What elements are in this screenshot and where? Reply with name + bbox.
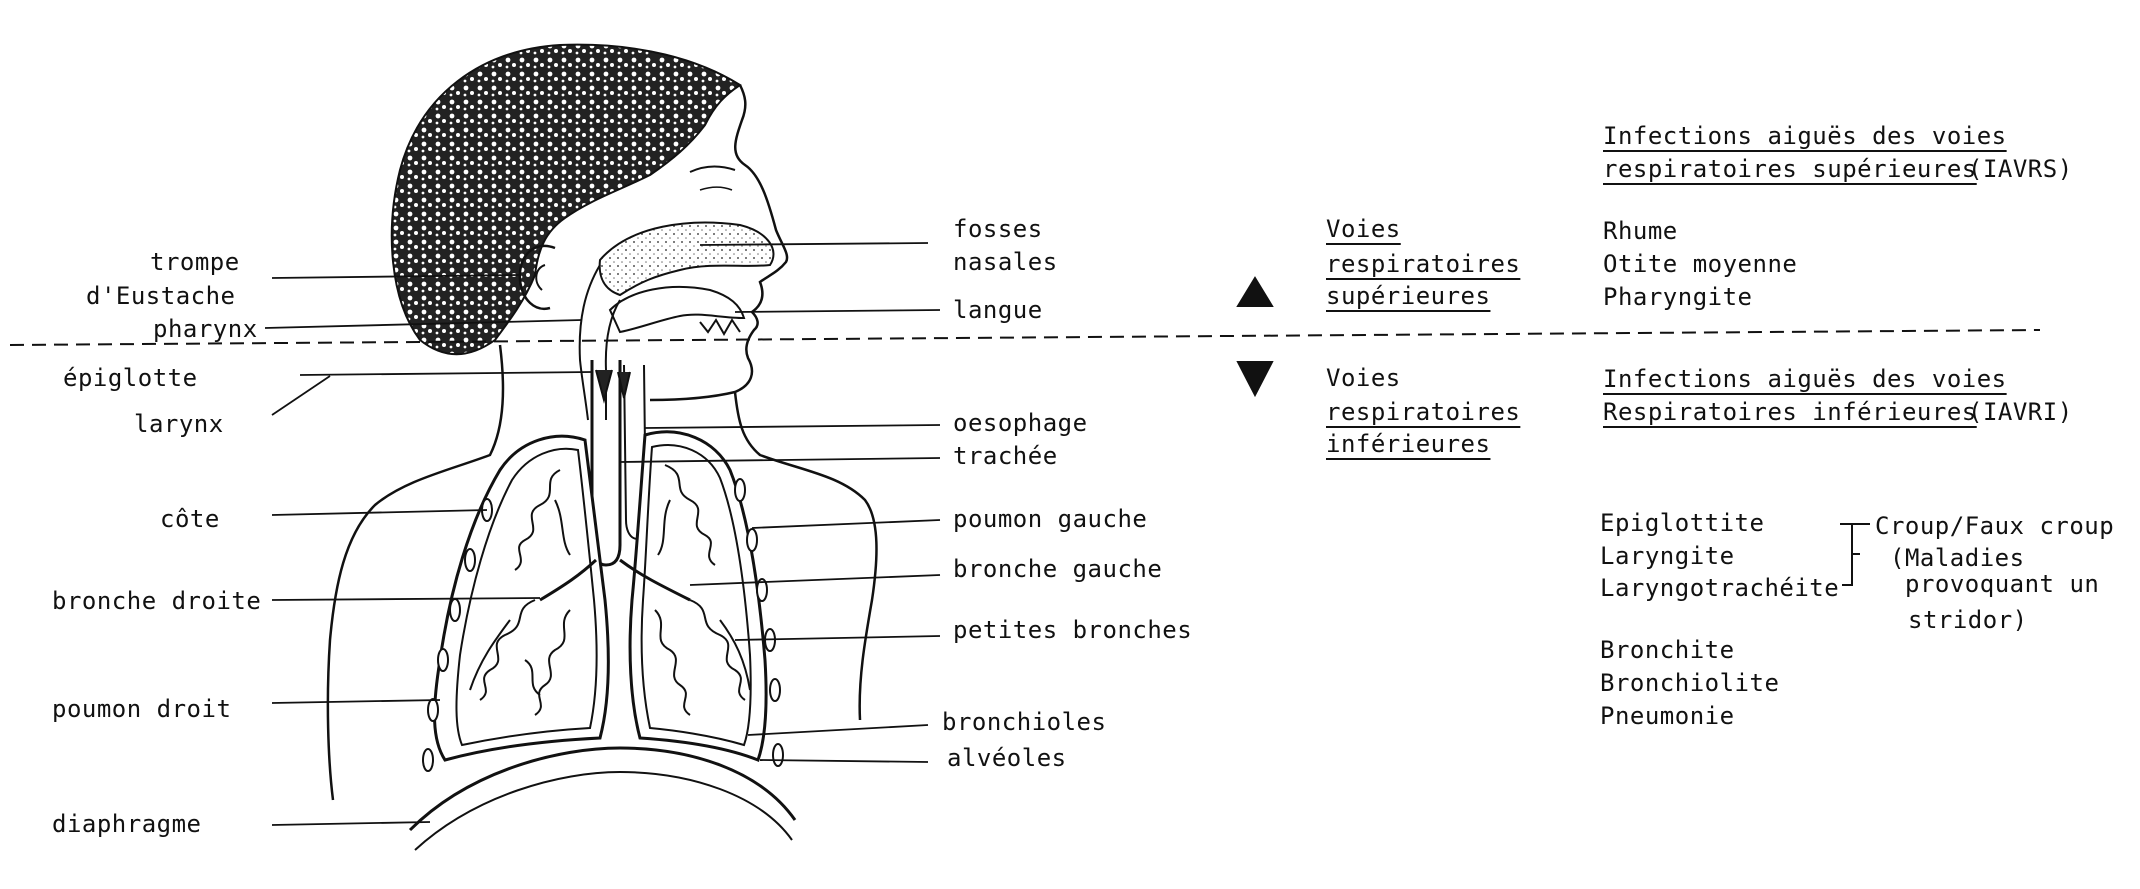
iavrs-title-2: respiratoires supérieures: [1603, 153, 1977, 186]
croup-disease-3: Laryngotrachéite: [1600, 572, 1839, 605]
tract-divider-line: [10, 330, 2040, 345]
lower-disease-2: Bronchiolite: [1600, 667, 1779, 700]
lower-tract-label-2: respiratoires: [1326, 396, 1520, 429]
label-epiglotte: épiglotte: [63, 362, 198, 395]
label-bronchioles: bronchioles: [942, 706, 1106, 739]
iavri-title-2: Respiratoires inférieures: [1603, 396, 1977, 429]
label-diaphragme: diaphragme: [52, 808, 202, 841]
label-oesophage: oesophage: [953, 407, 1088, 440]
label-alveoles: alvéoles: [947, 742, 1067, 775]
up-triangle-icon: [1238, 278, 1272, 306]
label-fosses-2: nasales: [953, 246, 1058, 279]
label-fosses-1: fosses: [953, 213, 1043, 246]
label-poumon-gauche: poumon gauche: [953, 503, 1147, 536]
croup-bracket: [1840, 524, 1860, 585]
iavrs-abbr: (IAVRS): [1968, 153, 2073, 186]
upper-disease-1: Rhume: [1603, 215, 1678, 248]
label-bronche-droite: bronche droite: [52, 585, 261, 618]
label-trompe-1: trompe: [150, 246, 240, 279]
label-petites-bronches: petites bronches: [953, 614, 1192, 647]
label-trompe-2: d'Eustache: [86, 280, 236, 313]
label-larynx: larynx: [134, 408, 224, 441]
label-bronche-gauche: bronche gauche: [953, 553, 1162, 586]
down-triangle-icon: [1238, 362, 1272, 395]
label-poumon-droit: poumon droit: [52, 693, 231, 726]
label-pharynx: pharynx: [153, 313, 258, 346]
label-trachee: trachée: [953, 440, 1058, 473]
label-langue: langue: [953, 294, 1043, 327]
tongue: [610, 287, 744, 332]
croup-note-4: stridor): [1908, 604, 2028, 637]
upper-tract-label-1: Voies: [1326, 213, 1401, 246]
croup-note-3: provoquant un: [1905, 568, 2099, 601]
croup-note-1: Croup/Faux croup: [1875, 510, 2114, 543]
croup-disease-1: Epiglottite: [1600, 507, 1764, 540]
lower-tract-label-1: Voies: [1326, 362, 1401, 395]
lower-disease-3: Pneumonie: [1600, 700, 1735, 733]
iavrs-title-1: Infections aiguës des voies: [1603, 120, 2007, 153]
croup-disease-2: Laryngite: [1600, 540, 1735, 573]
upper-disease-3: Pharyngite: [1603, 281, 1753, 314]
iavri-abbr: (IAVRI): [1968, 396, 2073, 429]
lower-disease-1: Bronchite: [1600, 634, 1735, 667]
label-cote: côte: [160, 503, 220, 536]
diaphragm: [410, 748, 795, 830]
upper-tract-label-2: respiratoires: [1326, 248, 1520, 281]
upper-tract-label-3: supérieures: [1326, 280, 1490, 313]
upper-disease-2: Otite moyenne: [1603, 248, 1797, 281]
iavri-title-1: Infections aiguës des voies: [1603, 363, 2007, 396]
lower-tract-label-3: inférieures: [1326, 428, 1490, 461]
nasal-cavity: [600, 223, 774, 295]
